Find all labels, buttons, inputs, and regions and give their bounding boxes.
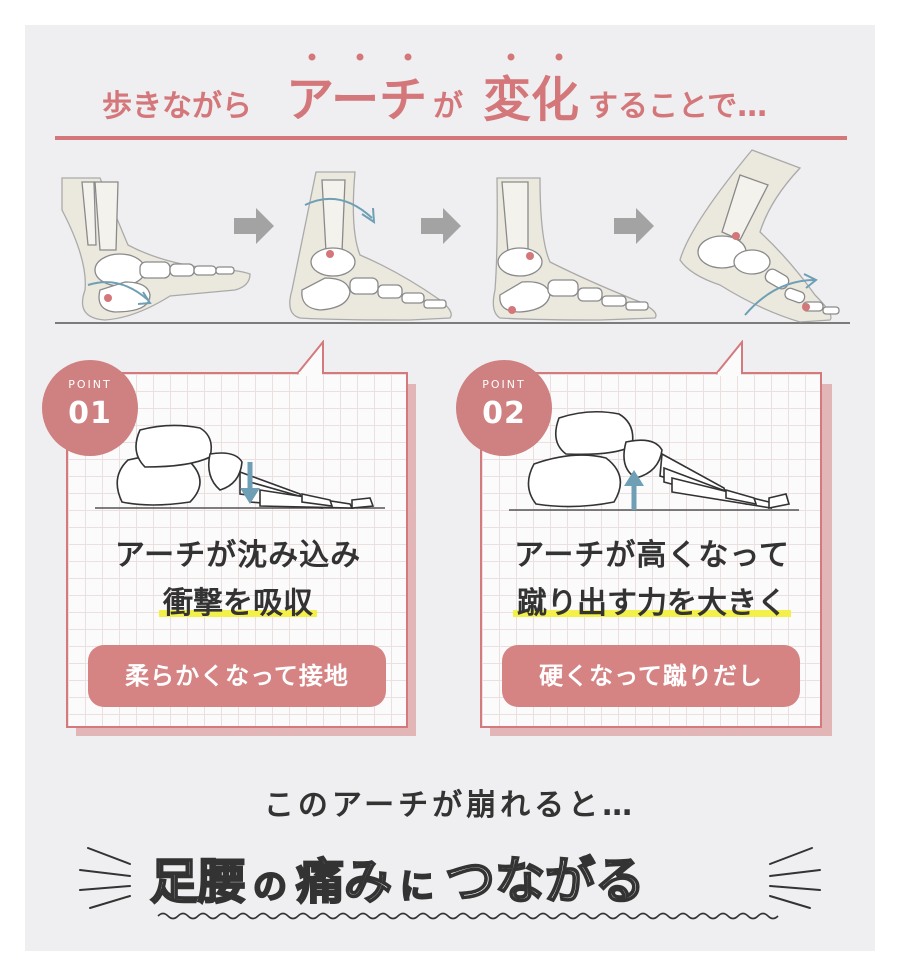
heading-part-1: 歩きながら (102, 89, 252, 124)
heading-part-3: が (433, 89, 463, 124)
point-1-pill: 柔らかくなって接地 (88, 645, 386, 707)
heading-part-2: アーチ (286, 72, 427, 128)
heading-part-4: 変化 (483, 72, 579, 128)
highlighted-text: 蹴り出す力を大きく (513, 586, 791, 621)
point-2-pill: 硬くなって蹴りだし (502, 645, 800, 707)
foot-heel-rise-illustration (492, 177, 657, 321)
arch-sinking-foot-illustration (95, 424, 385, 509)
point-1-line-2: 衝撃を吸収 (68, 578, 408, 622)
foot-midstance-illustration (289, 171, 452, 321)
arch-rising-foot-illustration (509, 410, 799, 511)
point-card-1: POINT 01 アーチが沈み込み 衝撃を吸収 柔らかくなって接地 (42, 340, 420, 740)
emphasis-dot (308, 53, 316, 61)
headline-part-2: の (253, 867, 287, 907)
emphasis-dot (507, 53, 515, 61)
heading: 歩きながら アーチ が 変化 することで… (102, 53, 767, 128)
point-2-line-2: 蹴り出す力を大きく (482, 578, 822, 622)
emphasis-dot (356, 53, 364, 61)
gait-sequence-illustration (55, 149, 850, 324)
point-number: 02 (482, 396, 526, 431)
headline-part-3: 痛み (296, 854, 392, 910)
point-badge-2: POINT 02 (456, 360, 552, 456)
point-label: POINT (482, 378, 526, 391)
svg-text:足腰 の 痛み に つながる: 足腰 の 痛み に つながる (150, 852, 645, 910)
emphasis-lines-right (769, 847, 821, 909)
point-number: 01 (68, 396, 112, 431)
heading-rule (55, 136, 847, 140)
headline-part-1: 足腰 (150, 854, 246, 910)
sequence-arrow (614, 208, 654, 244)
emphasis-lines-left (79, 847, 131, 909)
sequence-arrow (421, 208, 461, 244)
bottom-subline: このアーチが崩れると… (263, 788, 637, 823)
heading-part-5: することで… (588, 89, 767, 124)
emphasis-dot (404, 53, 412, 61)
headline-part-4: に (400, 867, 434, 907)
speech-bubble-tail (715, 340, 743, 376)
point-label: POINT (68, 378, 112, 391)
sequence-arrow (234, 208, 274, 244)
point-2-line-1: アーチが高くなって (514, 538, 790, 573)
foot-toe-off-illustration (679, 149, 840, 323)
bottom-headline: 足腰 の 痛み に つながる (79, 847, 821, 920)
point-card-2: POINT 02 アーチが高くなって 蹴り出す力を大きく 硬くなって蹴りだし (456, 340, 836, 740)
svg-text:歩きながら アーチ が 変化: 歩きながら アーチ が 変化 することで… (102, 72, 767, 128)
highlighted-text: 衝撃を吸収 (159, 586, 317, 621)
point-1-line-1: アーチが沈み込み (114, 538, 362, 573)
headline-part-5: つながる (445, 852, 645, 910)
speech-bubble-tail (296, 340, 324, 376)
foot-heel-strike-illustration (61, 177, 251, 321)
emphasis-dot (555, 53, 563, 61)
point-badge-1: POINT 01 (42, 360, 138, 456)
wavy-underline (157, 912, 779, 920)
